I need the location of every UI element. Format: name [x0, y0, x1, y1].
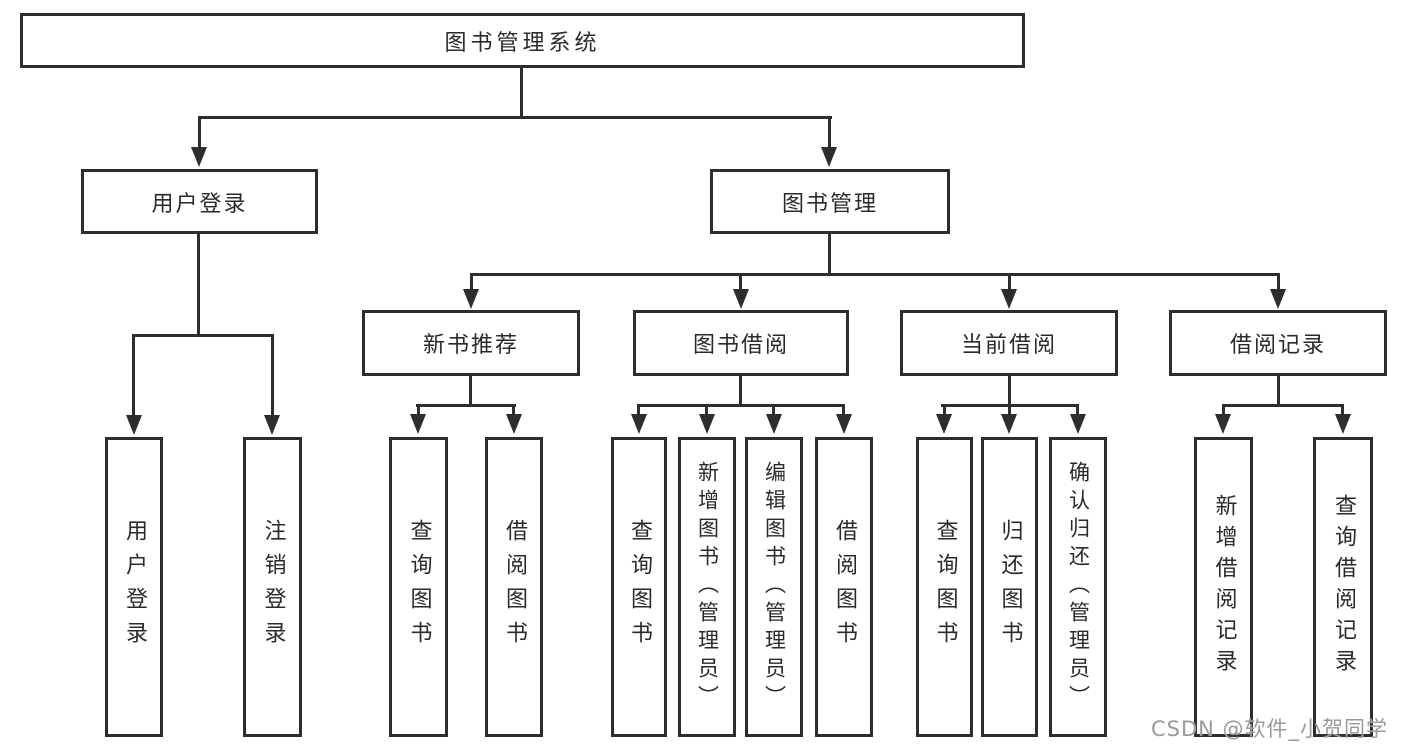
connector-line: [772, 404, 775, 418]
arrowhead-down: [1270, 289, 1286, 309]
leaf-logout: 注销登录: [243, 437, 302, 737]
arrowhead-down: [699, 414, 715, 434]
node-book-management: 图书管理: [710, 169, 950, 234]
node-borrowing-records: 借阅记录: [1169, 310, 1387, 376]
node-user-login: 用户登录: [81, 169, 318, 234]
leaf-label: 借阅图书: [502, 519, 527, 655]
leaf-user-login: 用户登录: [105, 437, 163, 737]
node-book-borrowing: 图书借阅: [633, 310, 849, 376]
arrowhead-down: [631, 414, 647, 434]
leaf-query-books-recommend: 查询图书: [389, 437, 448, 737]
connector-line: [1277, 376, 1280, 407]
leaf-confirm-return-admin: 确认归还（管理员）: [1049, 437, 1107, 737]
connector-line: [1008, 404, 1011, 418]
leaf-label: 用户登录: [122, 519, 147, 655]
connector-line: [1277, 273, 1280, 292]
leaf-label: 借阅图书: [832, 519, 857, 655]
leaf-label: 查询借阅记录: [1331, 494, 1356, 680]
arrowhead-down: [1001, 414, 1017, 434]
leaf-edit-book-admin: 编辑图书（管理员）: [745, 437, 803, 737]
leaf-add-borrow-record: 新增借阅记录: [1194, 437, 1253, 737]
arrowhead-down: [821, 147, 837, 167]
leaf-query-books-borrowing: 查询图书: [611, 437, 667, 737]
node-label: 当前借阅: [960, 333, 1057, 358]
leaf-add-book-admin: 新增图书（管理员）: [678, 437, 736, 737]
connector-line: [637, 404, 844, 407]
connector-line: [132, 334, 135, 418]
arrowhead-down: [936, 414, 952, 434]
arrowhead-down: [1335, 414, 1351, 434]
leaf-borrow-books: 借阅图书: [815, 437, 873, 737]
connector-line: [739, 273, 742, 292]
arrowhead-down: [506, 414, 522, 434]
node-new-book-recommendation: 新书推荐: [362, 310, 580, 376]
watermark: CSDN @软件_小贺同学: [1151, 717, 1389, 741]
connector-line: [842, 404, 845, 418]
node-library-management-system: 图书管理系统: [20, 13, 1025, 68]
node-current-borrowing: 当前借阅: [900, 310, 1118, 376]
arrowhead-down: [836, 414, 852, 434]
connector-line: [1222, 404, 1225, 418]
arrowhead-down: [766, 414, 782, 434]
connector-line: [520, 67, 523, 118]
arrowhead-down: [1070, 414, 1086, 434]
connector-line: [1341, 404, 1344, 418]
connector-line: [469, 376, 472, 407]
arrowhead-down: [463, 289, 479, 309]
leaf-label: 归还图书: [997, 519, 1023, 655]
connector-line: [198, 116, 201, 152]
arrowhead-down: [733, 289, 749, 309]
arrowhead-down: [126, 415, 142, 435]
connector-line: [1222, 404, 1343, 407]
connector-line: [828, 234, 831, 276]
connector-line: [1008, 376, 1011, 407]
node-label: 图书借阅: [692, 333, 789, 358]
connector-line: [417, 404, 420, 418]
connector-line: [271, 334, 274, 418]
connector-line: [198, 116, 832, 119]
arrowhead-down: [191, 147, 207, 167]
connector-line: [132, 334, 274, 337]
leaf-return-book: 归还图书: [981, 437, 1038, 737]
node-label: 图书管理: [781, 191, 878, 217]
connector-line: [705, 404, 708, 418]
connector-line: [470, 273, 1280, 276]
connector-line: [470, 273, 473, 292]
connector-line: [637, 404, 640, 418]
leaf-label: 注销登录: [260, 519, 286, 655]
leaf-query-borrow-record: 查询借阅记录: [1313, 437, 1373, 737]
leaf-label: 新增借阅记录: [1211, 494, 1237, 680]
leaf-borrow-books-recommend: 借阅图书: [485, 437, 543, 737]
node-label: 图书管理系统: [444, 30, 601, 56]
leaf-label: 查询图书: [932, 519, 958, 655]
connector-line: [1076, 404, 1079, 418]
arrowhead-down: [264, 415, 280, 435]
connector-line: [828, 116, 831, 152]
node-label: 新书推荐: [422, 333, 519, 358]
leaf-label: 编辑图书（管理员）: [762, 461, 787, 713]
connector-line: [197, 234, 200, 336]
leaf-label: 新增图书（管理员）: [695, 461, 720, 713]
arrowhead-down: [1001, 289, 1017, 309]
node-label: 用户登录: [151, 191, 248, 217]
connector-line: [512, 404, 515, 418]
leaf-label: 确认归还（管理员）: [1066, 461, 1091, 713]
arrowhead-down: [410, 414, 426, 434]
node-label: 借阅记录: [1229, 333, 1326, 358]
arrowhead-down: [1215, 414, 1231, 434]
connector-line: [416, 404, 516, 407]
connector-line: [739, 376, 742, 407]
leaf-query-books-current: 查询图书: [916, 437, 973, 737]
leaf-label: 查询图书: [627, 519, 652, 655]
connector-line: [1008, 273, 1011, 292]
leaf-label: 查询图书: [406, 519, 432, 655]
connector-line: [943, 404, 946, 418]
